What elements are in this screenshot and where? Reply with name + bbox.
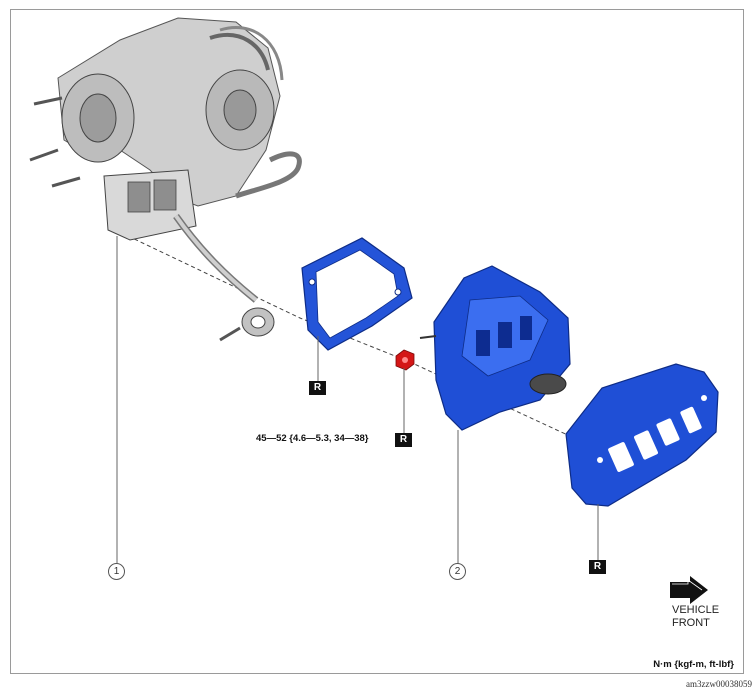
vehicle-front-line2: FRONT bbox=[672, 617, 710, 629]
turbocharger-illustration bbox=[29, 17, 302, 342]
torque-units-note: N·m {kgf-m, ft-lbf} bbox=[653, 659, 734, 670]
document-id: am3zzw00038059 bbox=[686, 679, 752, 689]
bracket-part bbox=[419, 265, 571, 431]
heat-shield-plate bbox=[565, 363, 719, 507]
vehicle-front-line1: VEHICLE bbox=[672, 604, 720, 616]
torque-spec-label: 45—52 {4.6—5.3, 34—38} bbox=[256, 433, 369, 444]
vehicle-front-label: VEHICLE FRONT bbox=[672, 604, 719, 630]
gasket-part bbox=[301, 237, 413, 351]
replace-badge-nut: R bbox=[395, 433, 412, 447]
diagram-frame bbox=[10, 9, 744, 674]
replace-badge-gasket: R bbox=[309, 381, 326, 395]
callout-2: 2 bbox=[449, 563, 466, 580]
replace-badge-plate: R bbox=[589, 560, 606, 574]
callout-1: 1 bbox=[108, 563, 125, 580]
vehicle-front-arrow bbox=[670, 576, 708, 604]
nut-part bbox=[395, 349, 415, 371]
